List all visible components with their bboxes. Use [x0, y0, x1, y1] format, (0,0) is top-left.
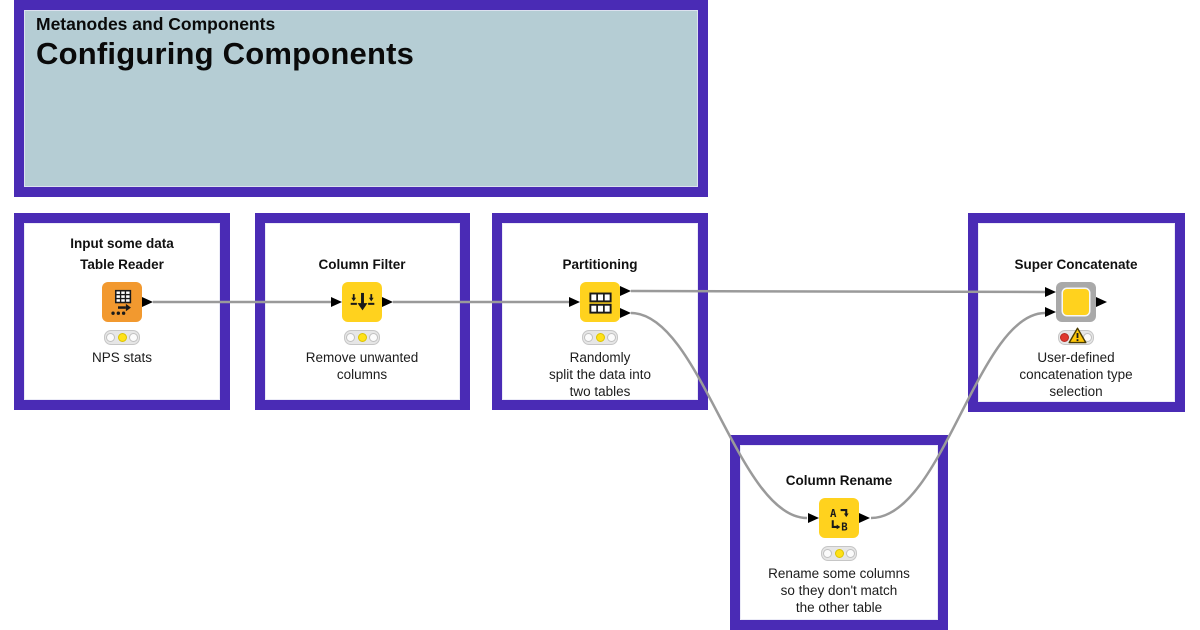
table-reader-icon[interactable]	[102, 282, 142, 322]
node-label: Column Filter	[318, 257, 406, 272]
svg-text:B: B	[841, 520, 848, 532]
column-rename-icon[interactable]: A B	[819, 498, 859, 538]
warning-icon	[1068, 327, 1087, 344]
component-icon[interactable]	[1056, 282, 1096, 322]
filter-arrows-glyph	[350, 292, 374, 310]
output-port[interactable]	[382, 296, 393, 307]
node-description: Rename some columns so they don't match …	[768, 566, 910, 615]
status-yellow-on	[834, 549, 844, 558]
component-inner-square	[1063, 289, 1089, 315]
status-traffic-light	[582, 330, 618, 345]
output-port-top[interactable]	[620, 285, 631, 296]
node-table-reader[interactable]: Table Reader NPS stats	[22, 256, 222, 366]
annotation-header: Input some data	[70, 236, 174, 251]
status-traffic-light	[344, 330, 380, 345]
node-description: Randomly split the data into two tables	[548, 350, 652, 399]
input-port-bottom[interactable]	[1045, 306, 1056, 317]
status-green-off	[607, 333, 616, 342]
status-green-off	[369, 333, 378, 342]
output-port-bottom[interactable]	[620, 307, 631, 318]
status-yellow-on	[117, 333, 127, 342]
banner-title: Configuring Components	[36, 36, 415, 71]
node-description: User-defined concatenation type selectio…	[1019, 350, 1133, 399]
status-green-off	[129, 333, 138, 342]
svg-text:A: A	[829, 506, 836, 519]
status-red-off	[346, 333, 355, 342]
node-label: Column Rename	[785, 473, 893, 488]
input-port[interactable]	[808, 512, 819, 523]
rename-a-b-glyph: A B	[829, 506, 849, 532]
node-label: Super Concatenate	[1014, 257, 1138, 272]
status-red-off	[106, 333, 115, 342]
node-column-rename[interactable]: Column Rename A B Rename some columns so…	[739, 472, 939, 616]
status-green-off	[846, 549, 855, 558]
workflow-annotation-banner[interactable]: Metanodes and Components Configuring Com…	[14, 0, 708, 197]
status-yellow-on	[357, 333, 367, 342]
status-red-off	[823, 549, 832, 558]
banner-subtitle: Metanodes and Components	[36, 14, 276, 34]
node-partitioning[interactable]: Partitioning Randomly split the data int…	[500, 256, 700, 400]
node-column-filter[interactable]: Column Filter Remove unwanted columns	[262, 256, 462, 383]
status-red-off	[584, 333, 593, 342]
table-arrow-glyph	[110, 289, 131, 315]
column-filter-icon[interactable]	[342, 282, 382, 322]
input-port[interactable]	[331, 296, 342, 307]
status-traffic-light	[821, 546, 857, 561]
status-yellow-on	[595, 333, 605, 342]
node-super-concatenate[interactable]: Super Concatenate User-defined concatena…	[976, 256, 1176, 400]
node-description: Remove unwanted columns	[305, 350, 419, 382]
node-label: Table Reader	[80, 257, 164, 272]
output-port[interactable]	[859, 512, 870, 523]
output-port[interactable]	[1096, 296, 1107, 307]
input-port-top[interactable]	[1045, 286, 1056, 297]
node-description: NPS stats	[91, 350, 153, 365]
partitioning-icon[interactable]	[580, 282, 620, 322]
input-port[interactable]	[569, 296, 580, 307]
status-red-on	[1060, 333, 1069, 342]
status-traffic-light	[104, 330, 140, 345]
status-traffic-light	[1058, 327, 1094, 345]
node-label: Partitioning	[562, 257, 638, 272]
split-tables-glyph	[588, 292, 612, 314]
annotation-input-some-data[interactable]: Input some data	[14, 213, 230, 410]
output-port[interactable]	[142, 296, 153, 307]
